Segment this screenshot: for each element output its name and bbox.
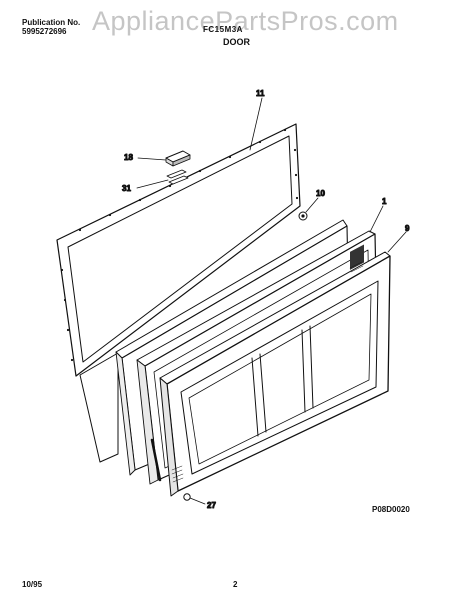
footer-date: 10/95 [22,580,43,589]
section-title: DOOR [223,37,250,47]
model-number: FC15M3A [203,25,243,34]
figure-code: P08D0020 [372,505,410,514]
part-9-door-frame[interactable] [159,251,391,497]
callout-18: 18 [124,153,133,162]
leader-lines [136,97,407,505]
part-10-screw[interactable] [298,211,308,221]
callout-31: 31 [122,184,131,193]
callout-1: 1 [382,197,387,206]
callout-10: 10 [316,189,325,198]
callout-9: 9 [405,224,410,233]
watermark-text: AppliancePartsPros.com [92,6,399,36]
part-18-hinge-cap[interactable] [165,150,191,167]
part-27-screw[interactable] [183,493,191,501]
footer-page-number: 2 [233,580,238,589]
callout-11: 11 [256,89,265,98]
publication-label: Publication No. [22,18,81,27]
publication-number: 5995272696 [22,27,67,36]
part-11-gasket[interactable] [56,123,301,377]
part-31-hinge-plate[interactable] [166,169,189,185]
door-liner-back [79,352,119,463]
callout-27: 27 [207,501,216,510]
